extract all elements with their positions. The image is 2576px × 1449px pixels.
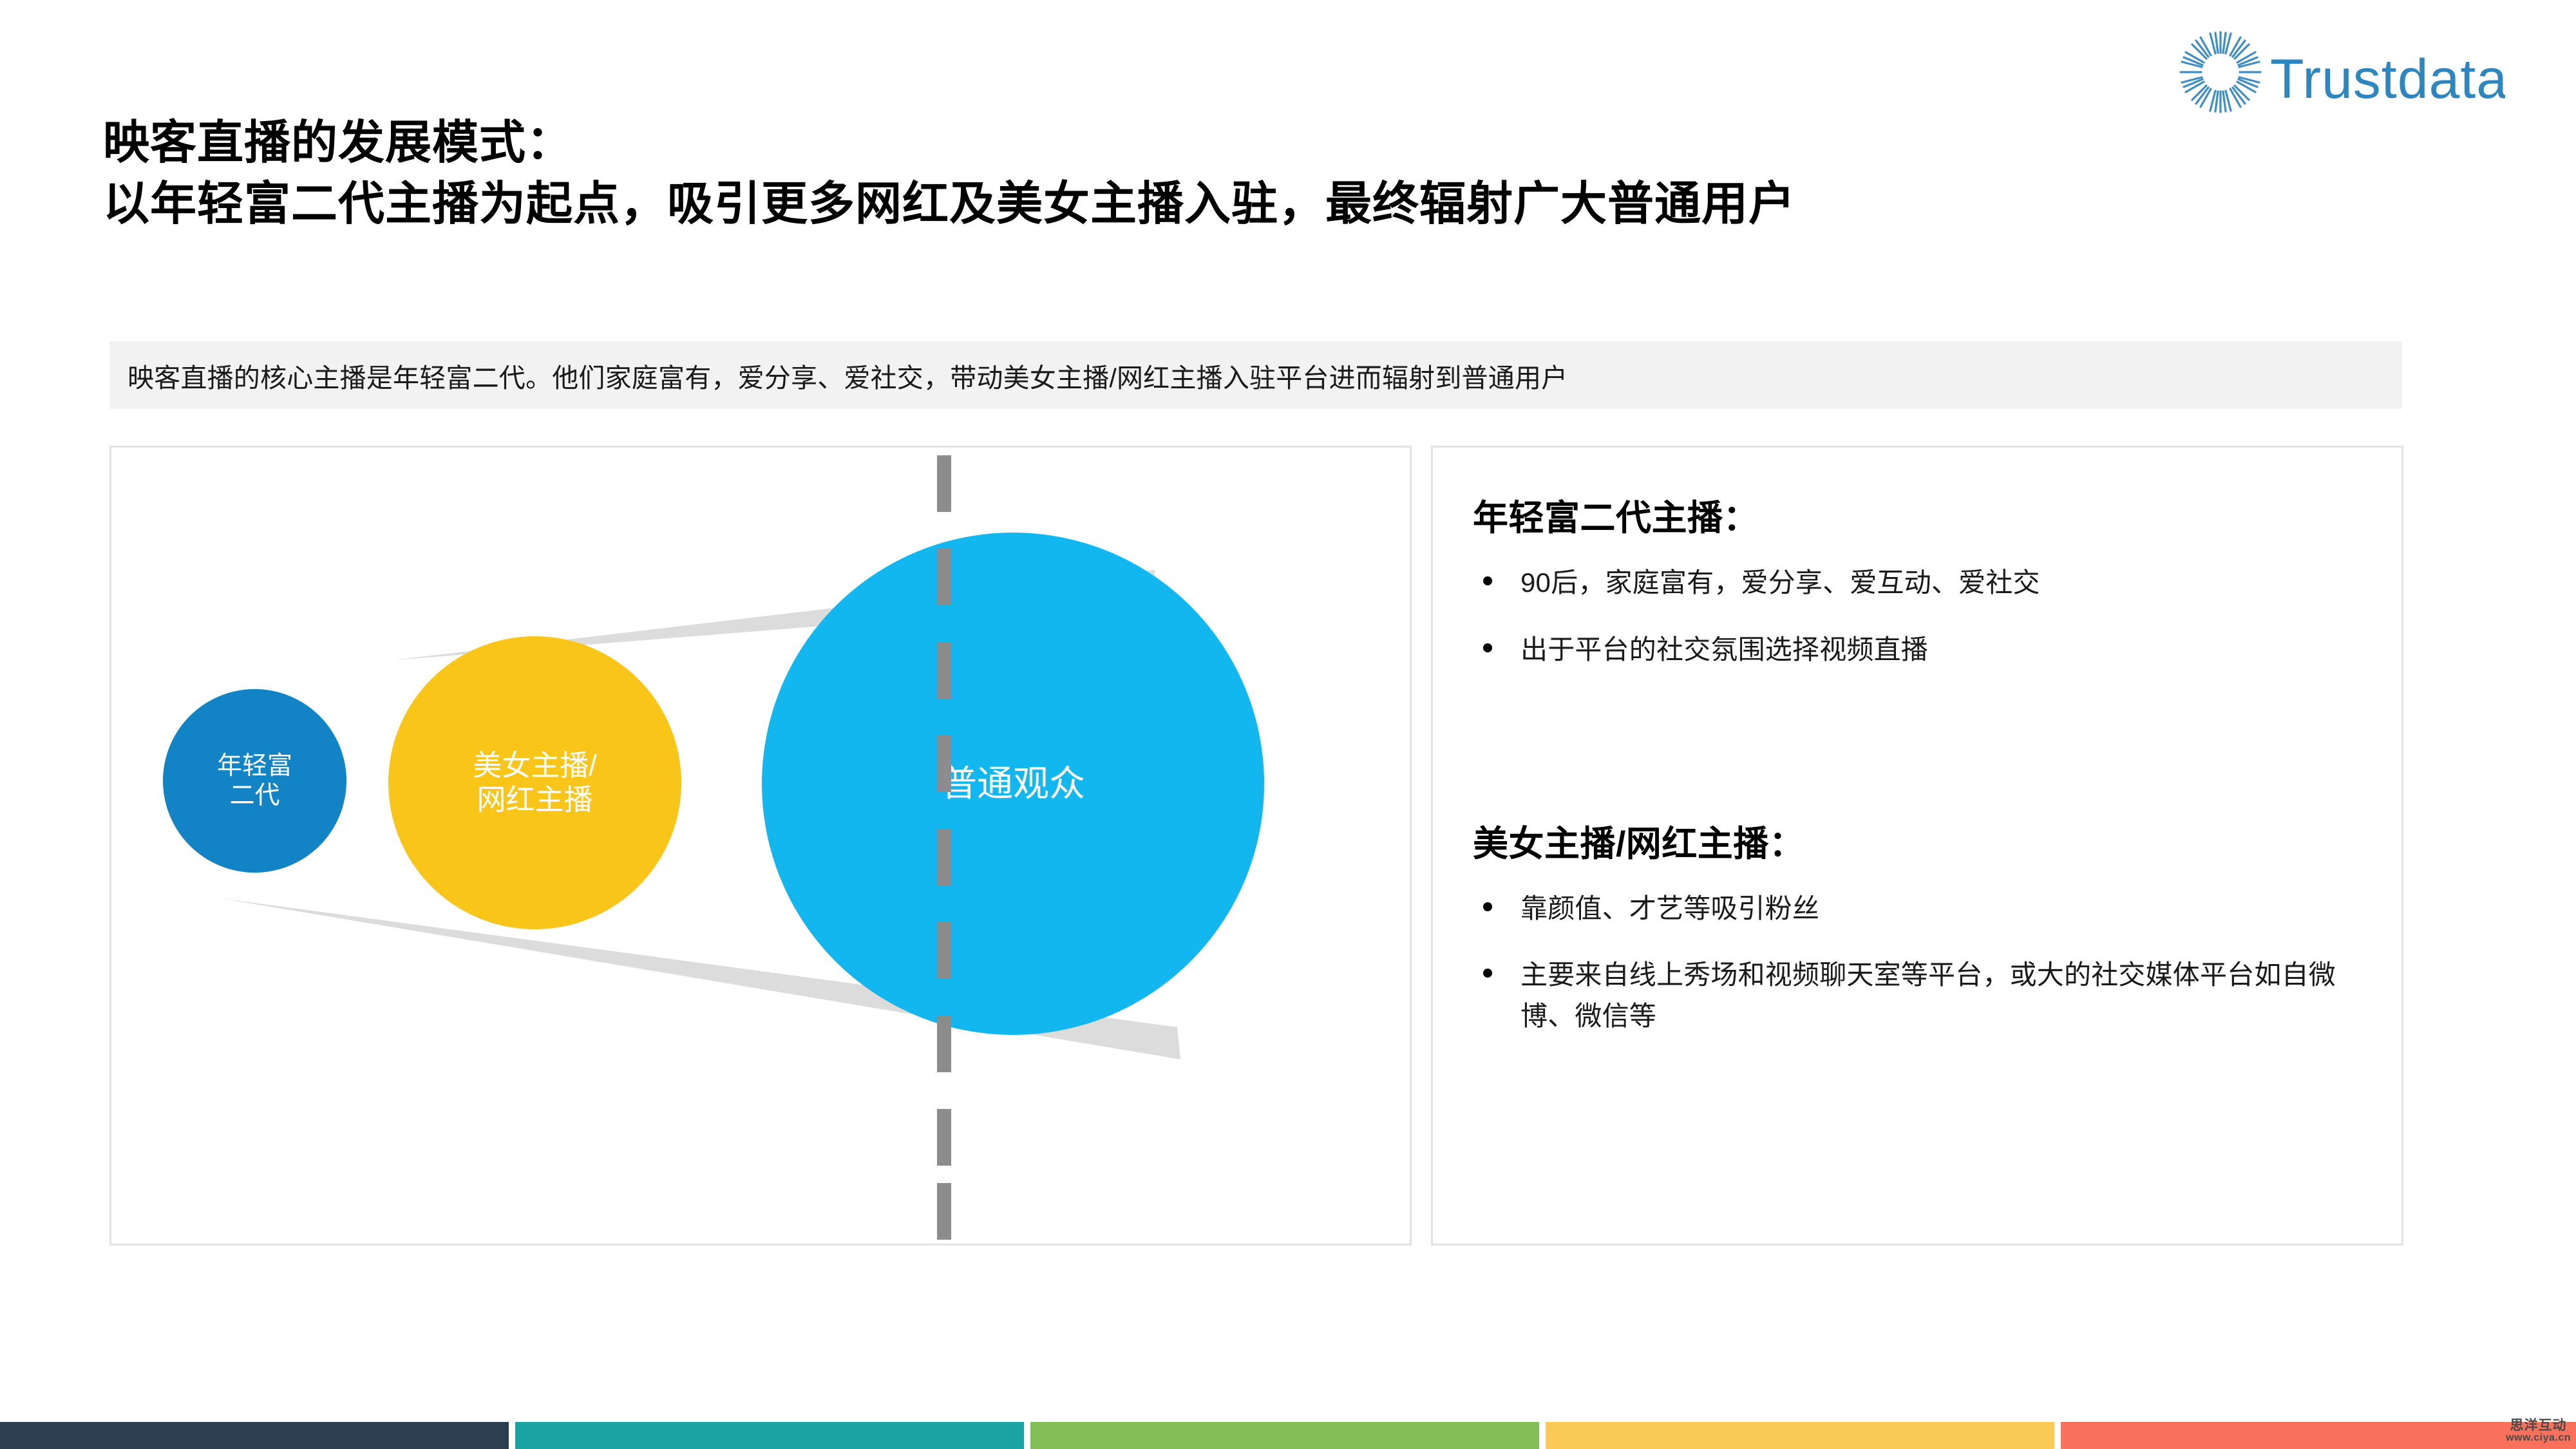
bubble-beauty-anchor[interactable]: 美女主播/网红主播 (388, 636, 681, 929)
bar-segment-coral (2061, 1422, 2576, 1449)
bullet-list-beauty: 靠颜值、才艺等吸引粉丝 主要来自线上秀场和视频聊天室等平台，或大的社交媒体平台如… (1473, 888, 2368, 1037)
dash-segment (937, 1109, 951, 1166)
bullet-text: 靠颜值、才艺等吸引粉丝 (1520, 893, 1820, 923)
bullet-list-rich: 90后，家庭富有，爱分享、爱互动、爱社交 出于平台的社交氛围选择视频直播 (1473, 562, 2368, 670)
sunburst-icon (2179, 31, 2262, 113)
title-line-2: 以年轻富二代主播为起点，吸引更多网红及美女主播入驻，最终辐射广大普通用户 (103, 178, 1796, 231)
dash-segment (937, 1016, 951, 1072)
trustdata-logo: Trustdata (2170, 19, 2505, 126)
bullet-text: 出于平台的社交氛围选择视频直播 (1520, 634, 1929, 665)
bubble-public-label: 普通观众 (941, 762, 1085, 804)
title-line-1: 映客直播的发展模式： (103, 117, 574, 169)
dash-segment (937, 642, 951, 699)
dash-segment (937, 1183, 951, 1240)
dash-segment (937, 922, 951, 979)
bubble-rich-label: 年轻富二代 (216, 752, 292, 810)
bar-gap (1024, 1422, 1030, 1449)
diagram-canvas: 年轻富二代 美女主播/网红主播 普通观众 (111, 448, 1410, 1244)
bubble-ordinary-viewers[interactable]: 普通观众 (762, 533, 1264, 1035)
bullet-text: 90后，家庭富有，爱分享、爱互动、爱社交 (1520, 567, 2040, 598)
bullet-dot-icon (1483, 643, 1492, 652)
logo-wordmark: Trustdata (2270, 48, 2505, 110)
bar-segment-yellow (1546, 1422, 2054, 1449)
list-item: 90后，家庭富有，爱分享、爱互动、爱社交 (1473, 562, 2368, 603)
section-spacer (1473, 696, 2368, 815)
bar-gap (509, 1422, 515, 1449)
dash-segment (937, 829, 951, 886)
watermark-url: www.ciya.cn (2506, 1432, 2571, 1444)
diagram-panel: 年轻富二代 美女主播/网红主播 普通观众 (109, 446, 1412, 1245)
bottom-color-bar (0, 1422, 2576, 1449)
list-item: 靠颜值、才艺等吸引粉丝 (1473, 888, 2368, 929)
bar-segment-navy (0, 1422, 509, 1449)
watermark-cn: 思洋互动 (2510, 1418, 2567, 1434)
summary-banner: 映客直播的核心主播是年轻富二代。他们家庭富有，爱分享、爱社交，带动美女主播/网红… (109, 341, 2402, 409)
bubble-rich-second-generation[interactable]: 年轻富二代 (163, 689, 346, 873)
dash-segment (937, 549, 951, 605)
dash-segment (937, 455, 951, 512)
detail-panel: 年轻富二代主播： 90后，家庭富有，爱分享、爱互动、爱社交 出于平台的社交氛围选… (1431, 446, 2403, 1245)
bullet-dot-icon (1483, 902, 1492, 911)
trustdata-logo-svg: Trustdata (2179, 31, 2505, 113)
bar-segment-teal (515, 1422, 1024, 1449)
bar-gap (2054, 1422, 2061, 1449)
bar-gap (1539, 1422, 1546, 1449)
page-title: 映客直播的发展模式： 以年轻富二代主播为起点，吸引更多网红及美女主播入驻，最终辐… (103, 113, 2099, 235)
section-heading-beauty: 美女主播/网红主播： (1473, 823, 1805, 864)
watermark: 思洋互动 www.ciya.cn (2506, 1419, 2571, 1444)
detail-content: 年轻富二代主播： 90后，家庭富有，爱分享、爱互动、爱社交 出于平台的社交氛围选… (1433, 448, 2401, 1244)
vertical-dashed-divider (937, 455, 951, 1240)
bar-segment-green (1030, 1422, 1539, 1449)
list-item: 主要来自线上秀场和视频聊天室等平台，或大的社交媒体平台如自微博、微信等 (1473, 954, 2368, 1037)
bullet-dot-icon (1483, 969, 1492, 978)
bullet-text: 主要来自线上秀场和视频聊天室等平台，或大的社交媒体平台如自微博、微信等 (1520, 960, 2336, 1032)
dash-segment (937, 735, 951, 792)
list-item: 出于平台的社交氛围选择视频直播 (1473, 629, 2368, 670)
bubble-beauty-label: 美女主播/网红主播 (473, 749, 597, 816)
bullet-dot-icon (1483, 576, 1492, 585)
summary-banner-text: 映客直播的核心主播是年轻富二代。他们家庭富有，爱分享、爱社交，带动美女主播/网红… (128, 363, 1568, 393)
section-heading-rich: 年轻富二代主播： (1473, 498, 1759, 538)
